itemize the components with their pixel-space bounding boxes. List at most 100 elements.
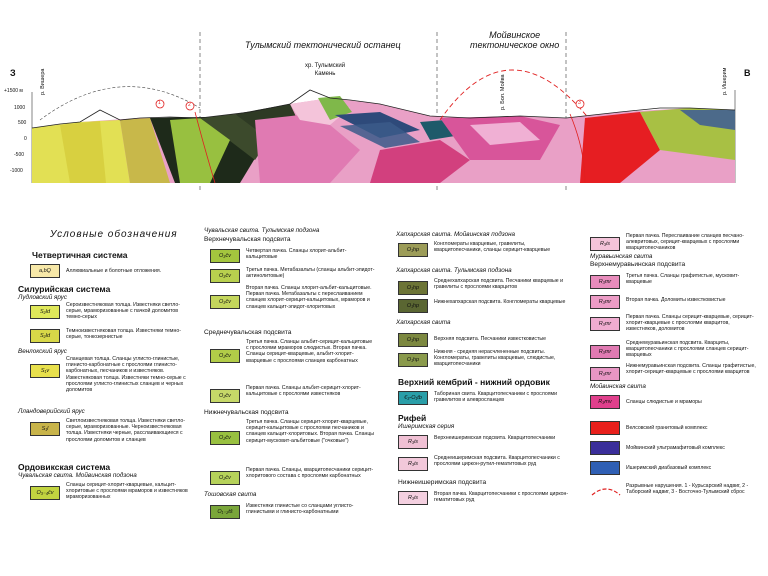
subheading: Верхнемуравьинская подсвита: [590, 261, 686, 268]
marker-1: 1: [158, 100, 161, 106]
legend-text: Мойвинский ультрамафитовый комплекс: [626, 445, 725, 451]
subheading: Муравьинская свита: [590, 253, 653, 260]
subheading: Тошовская свита: [204, 491, 257, 498]
fault-line-symbol: [591, 488, 621, 496]
legend-text: Верхнеишеримская подсвита. Кварцитопесча…: [434, 435, 556, 441]
subheading: Хапхарская свита. Мойвинская подзона: [396, 231, 516, 238]
legend-text: Первая пачка. Сланцы серицит-кварцевые, …: [626, 314, 754, 333]
ultramafic-swatch: [590, 441, 620, 455]
geological-cross-section: Тулымский тектонический останец Мойвинск…: [0, 0, 768, 200]
subheading: Среднечувальская подсвита: [204, 329, 292, 336]
section-heading: Верхний кембрий - нижний ордовик: [398, 377, 550, 387]
subheading: Чувальская свита. Тулымская подзона: [204, 227, 320, 234]
legend-swatch: O₂čv: [210, 471, 240, 485]
legend-text: Велсовский гранитовый комплекс: [626, 425, 708, 431]
legend-text: Среднемуравьинская подсвита. Кварциты, к…: [626, 340, 749, 359]
legend-text: Известняки глинистые со сланцами углисто…: [246, 503, 354, 516]
end-label-west: З: [10, 68, 16, 78]
marker-3: 3: [578, 100, 581, 106]
legend-swatch: R₃mv: [590, 395, 620, 409]
region-label-moyva: Мойвинское тектоническое окно: [470, 30, 560, 50]
marker-2: 2: [188, 102, 191, 108]
legend-swatch: O₁₋₂tš: [210, 505, 240, 519]
river-label-isherim: р. Ишерим: [722, 67, 728, 95]
subheading: Хапхарская свита. Тулымская подзона: [396, 267, 512, 274]
section-heading: Рифей: [398, 413, 427, 423]
subheading: Хапхарская свита: [396, 319, 451, 326]
scale-tick: 0: [24, 136, 27, 142]
scale-tick: +1500 м: [4, 88, 23, 94]
legend-swatch: O₃čv: [210, 269, 240, 283]
legend-swatch: O₂čv: [210, 389, 240, 403]
legend-swatch: R₃mr: [590, 295, 620, 309]
legend-swatch: O₂čv: [210, 431, 240, 445]
legend-swatch: R₃is: [398, 435, 428, 449]
section-drawing: [31, 32, 736, 190]
subheading: Верхнечувальская подсвита: [204, 236, 291, 243]
granite-swatch: [590, 421, 620, 435]
legend-text: Аллювиальные и болотные отложения.: [66, 268, 162, 274]
legend-text: Сероизвестняковая толща. Известняки свет…: [66, 302, 181, 321]
legend-text: Табориная свита. Кварцитопесчаники с про…: [434, 391, 557, 404]
subheading: Чувальская свита. Мойвинская подзона: [18, 472, 137, 479]
legend-column-1: Четвертичная система a,bQ Аллювиальные и…: [10, 240, 200, 570]
legend-text: Нижнехапхарская подсвита. Конгломераты к…: [434, 299, 566, 305]
diabase-swatch: [590, 461, 620, 475]
legend-swatch: S₂ld: [30, 305, 60, 319]
legend-text: Третья пачка. Сланцы графитистые, мусков…: [626, 273, 740, 286]
section-heading: Силурийская система: [18, 284, 111, 294]
legend-text: Ишеримский диабазовый комплекс: [626, 465, 712, 471]
legend-swatch: O₃čv: [210, 249, 240, 263]
legend-text: Сланцы слюдистые и мраморы: [626, 399, 702, 405]
legend-text: Третья пачка. Метабазальты (сланцы альби…: [246, 267, 375, 280]
legend-text: Сланцы серицит-хлорит-кварцевые, кальцит…: [66, 482, 188, 501]
legend-text: Среднехапхарская подсвита. Песчаники ква…: [434, 278, 564, 291]
section-heading: Четвертичная система: [32, 250, 128, 260]
legend-column-2: Чувальская свита. Тулымская подзона Верх…: [200, 225, 385, 570]
legend-column-4: R₃is Первая пачка. Переслаивание сланцев…: [580, 225, 768, 570]
subheading: Лландоверийский ярус: [18, 408, 85, 415]
peak-label: хр. Тулымский Камень: [305, 63, 346, 77]
legend-text: Первая пачка. Переслаивание сланцев песч…: [626, 233, 744, 252]
legend-text: Темноизвестняковая толща. Известняки тем…: [66, 328, 181, 341]
legend-text: Вторая пачка. Доломиты известковистые: [626, 297, 726, 303]
legend-text: Третья пачка. Сланцы серицит-хлорит-квар…: [246, 419, 375, 444]
legend-swatch: S₁v: [30, 364, 60, 378]
subheading: Нижнечувальская подсвита: [204, 409, 289, 416]
scale-tick: 500: [18, 120, 27, 126]
subheading: Мойвинская свита: [590, 383, 646, 390]
legend-swatch: S₂ld: [30, 329, 60, 343]
legend-text: Третья пачка. Сланцы альбит-серицит-каль…: [246, 339, 373, 364]
region-label-tulym: Тулымский тектонический останец: [245, 40, 401, 50]
legend-text: Первая пачка. Сланцы альбит-серицит-хлор…: [246, 385, 361, 398]
legend-text: Нижняя - средняя нерасчлененные подсвиты…: [434, 349, 556, 368]
legend-text: Среднеишеримская подсвита. Кварцитопесча…: [434, 455, 560, 468]
legend-swatch: €₃-O₁tb: [398, 391, 428, 405]
end-label-east: В: [744, 68, 751, 78]
legend-text: Вторая пачка. Сланцы хлорит-альбит-кальц…: [246, 285, 372, 310]
legend-text: Нижнемуравьинская подсвита. Сланцы графи…: [626, 363, 756, 376]
subheading: Нижнеишеримская подсвита: [398, 479, 487, 486]
legend-swatch: O₂čv: [210, 349, 240, 363]
legend-swatch: S₁l: [30, 422, 60, 436]
legend-swatch: O₁hp: [398, 281, 428, 295]
legend-swatch: R₃is: [590, 237, 620, 251]
subheading: Венлокский ярус: [18, 348, 67, 355]
legend-swatch: O₃čv: [210, 295, 240, 309]
legend-swatch: O₁hp: [398, 353, 428, 367]
legend-text: Первая пачка. Сланцы, кварцитопесчаники …: [246, 467, 374, 480]
legend-title: Условные обозначения: [50, 229, 178, 240]
legend-text: Четвертая пачка. Сланцы хлорит-альбит-ка…: [246, 248, 347, 261]
scale-tick: -1000: [10, 168, 23, 174]
legend-text: Конгломераты кварцевые, гравелиты, кварц…: [434, 241, 551, 254]
subheading: Ишеримская серия: [398, 423, 455, 430]
legend-swatch: O₁hp: [398, 243, 428, 257]
scale-tick: 1000: [14, 105, 26, 111]
legend-text: Разрывные нарушения. 1 - Курьсарский над…: [626, 483, 749, 496]
legend-text: Светлоизвестняковая толща. Известняки св…: [66, 418, 185, 443]
legend-swatch: R₃mr: [590, 345, 620, 359]
legend-swatch: R₃mr: [590, 275, 620, 289]
section-heading: Ордовикская система: [18, 462, 111, 472]
legend-swatch: R₃is: [398, 457, 428, 471]
legend-text: Верхняя подсвита. Песчаники известковист…: [434, 336, 547, 342]
